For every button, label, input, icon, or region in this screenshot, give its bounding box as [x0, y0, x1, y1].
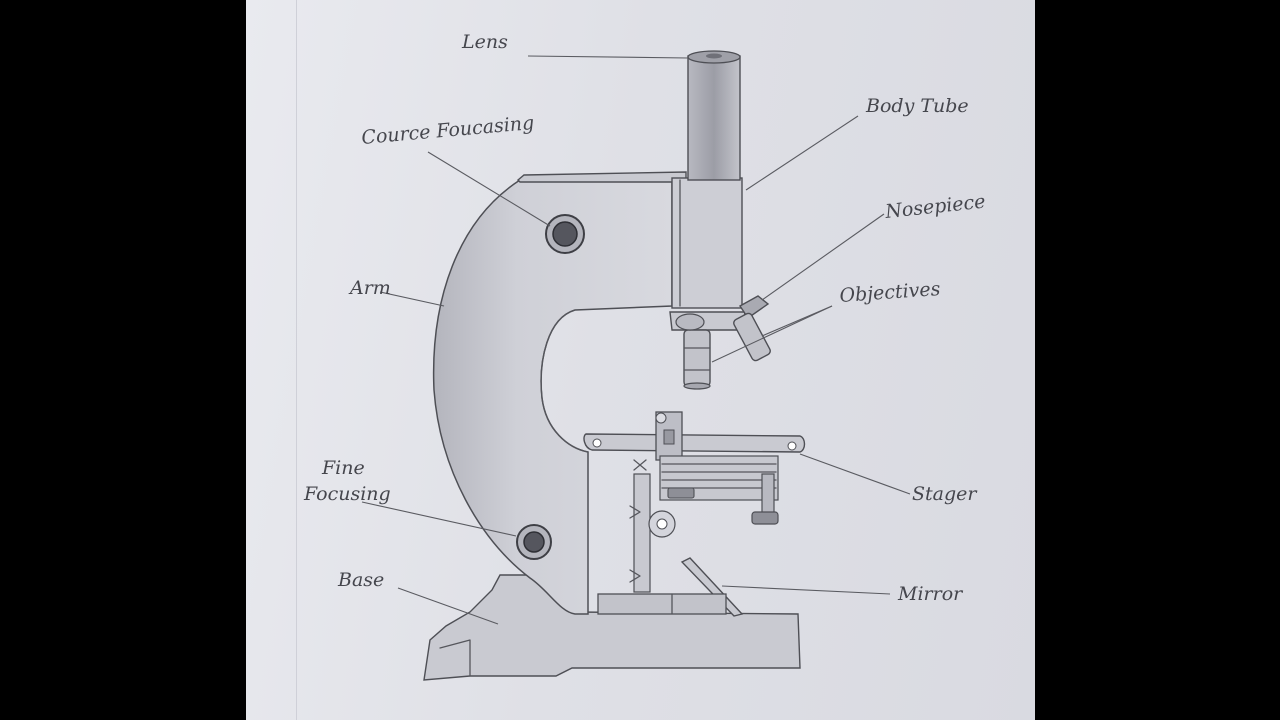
objective-center — [683, 329, 711, 387]
leader-base — [397, 587, 499, 625]
stage-knob — [751, 511, 779, 525]
leader-lens — [527, 55, 689, 59]
leader-mirror — [721, 585, 891, 595]
label-nosepiece: Nosepiece — [883, 191, 986, 223]
label-body-tube: Body Tube — [865, 95, 969, 117]
arm-inner-edge — [540, 309, 589, 453]
base-shape — [423, 574, 801, 681]
label-arm: Arm — [348, 277, 391, 299]
label-focusing: Focusing — [303, 483, 391, 505]
label-objectives: Objectives — [839, 278, 941, 307]
label-stage: Stager — [912, 483, 978, 505]
eyepiece-tube — [687, 55, 741, 181]
label-base: Base — [337, 569, 384, 591]
mirror-holder — [597, 593, 727, 615]
base-foot-line — [439, 639, 471, 677]
stage-plate — [583, 433, 806, 453]
leader-stage — [799, 453, 911, 495]
objective-left — [675, 313, 705, 331]
leader-nosepiece — [761, 213, 885, 301]
label-mirror: Mirror — [897, 583, 964, 605]
leader-body-tube — [745, 115, 859, 191]
leader-course-focusing — [427, 151, 551, 227]
leader-arm — [379, 291, 445, 307]
leader-fine-focusing — [361, 501, 517, 537]
leader-objectives-2 — [761, 305, 833, 337]
substage-pillar — [633, 473, 651, 593]
label-lens: Lens — [461, 31, 508, 53]
leader-objectives-1 — [711, 305, 833, 363]
arm-top-cap — [516, 171, 687, 183]
body-tube-lower — [671, 177, 743, 309]
label-fine: Fine — [321, 457, 365, 479]
objective-side — [733, 312, 771, 362]
label-course-focusing: Cource Foucasing — [361, 112, 536, 149]
paper-margin-line — [296, 0, 297, 720]
